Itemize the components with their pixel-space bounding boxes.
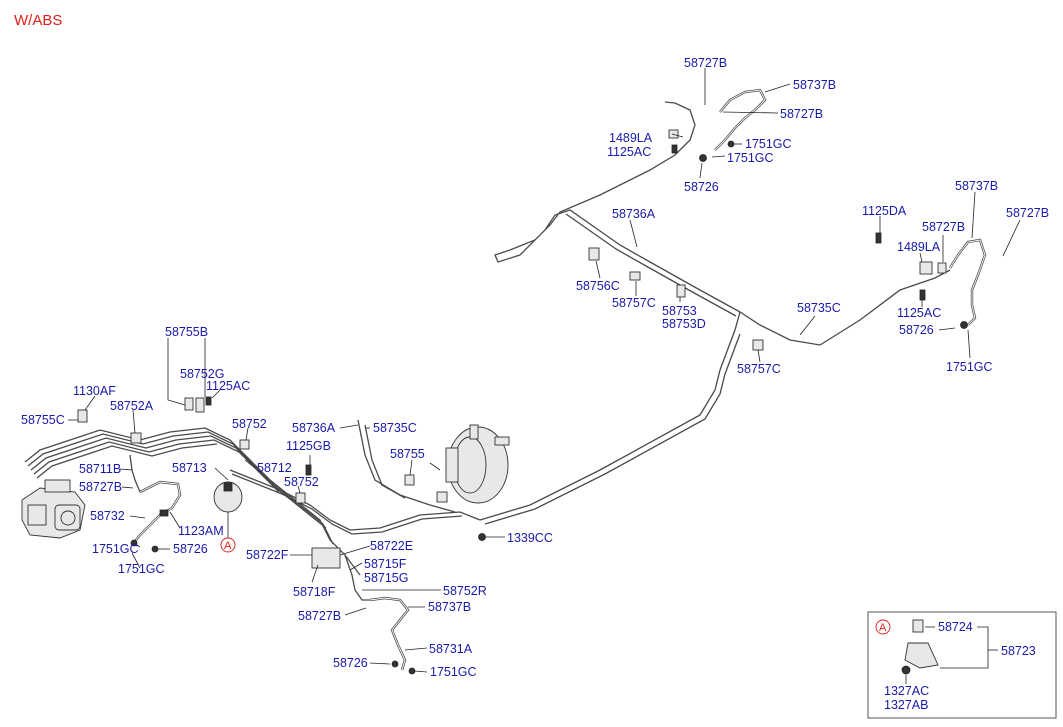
part-label: 58727B — [684, 56, 727, 70]
part-label: 58727B — [1006, 206, 1049, 220]
part-label: 1125AC — [206, 379, 250, 393]
part-label: 58731A — [429, 642, 473, 656]
part-label: 58727B — [79, 480, 122, 494]
part-label: 1751GC — [745, 137, 792, 151]
part-label: 58722E — [370, 539, 413, 553]
part-label: 58757C — [737, 362, 781, 376]
part-label: 58756C — [576, 279, 620, 293]
part-label: 1130AF — [73, 384, 116, 398]
part-label: 1489LA — [897, 240, 941, 254]
part-label: 58722F — [246, 548, 289, 562]
diagram-title: W/ABS — [14, 12, 63, 29]
part-label: 58736A — [292, 421, 336, 435]
part-label: 58726 — [899, 323, 934, 337]
part-label: 1125AC — [607, 145, 651, 159]
part-label: 58712 — [257, 461, 292, 475]
part-label: 58735C — [373, 421, 417, 435]
part-label: 58727B — [922, 220, 965, 234]
brake-pipes — [24, 88, 987, 671]
part-label: 58726 — [684, 180, 719, 194]
detail-inset: A — [867, 611, 1057, 719]
part-labels: 58727B 58737B 58727B 1489LA 1125AC 1751G… — [21, 56, 1049, 712]
part-label: 58752A — [110, 399, 154, 413]
brackets-clips — [77, 129, 968, 675]
part-label: 58713 — [172, 461, 207, 475]
part-label: 1125GB — [286, 439, 331, 453]
part-label: 58755C — [21, 413, 65, 427]
part-label: 58726 — [333, 656, 368, 670]
part-label: 58752G — [180, 367, 224, 381]
brake-booster — [445, 424, 510, 504]
part-label: 58753 — [662, 304, 697, 318]
part-label: 58711B — [79, 462, 121, 476]
part-label: 58718F — [293, 585, 336, 599]
part-label: 1751GC — [118, 562, 165, 576]
part-label: 58723 — [1001, 644, 1036, 658]
part-label: 1751GC — [946, 360, 993, 374]
part-label: 1327AB — [884, 698, 928, 712]
bracket-a — [213, 481, 243, 513]
part-label: 1339CC — [507, 531, 553, 545]
part-label: 58752 — [284, 475, 319, 489]
part-label: 58737B — [955, 179, 998, 193]
part-label: 58753D — [662, 317, 706, 331]
part-label: 1125AC — [897, 306, 941, 320]
part-label: 58752 — [232, 417, 267, 431]
leader-lines — [68, 68, 1021, 673]
part-label: 1751GC — [727, 151, 774, 165]
part-label: 58757C — [612, 296, 656, 310]
part-label: 58726 — [173, 542, 208, 556]
part-label: 1125DA — [862, 204, 907, 218]
part-label: 58715G — [364, 571, 408, 585]
part-label: 58724 — [938, 620, 973, 634]
part-label: 58736A — [612, 207, 656, 221]
part-label: 58737B — [793, 78, 836, 92]
part-label: 58715F — [364, 557, 407, 571]
part-label: 1751GC — [430, 665, 477, 679]
part-label: 1327AC — [884, 684, 929, 698]
part-label: 58727B — [298, 609, 341, 623]
part-label: 58752R — [443, 584, 487, 598]
part-label: 58755 — [390, 447, 425, 461]
hydraulic-unit — [21, 479, 86, 539]
part-label: 1123AM — [178, 524, 224, 538]
part-label: 58732 — [90, 509, 125, 523]
marker-a: A — [220, 512, 236, 553]
part-label: 58737B — [428, 600, 471, 614]
part-label: 58735C — [797, 301, 841, 315]
inset-marker-a: A — [879, 622, 887, 634]
part-label: 1489LA — [609, 131, 653, 145]
marker-a-letter: A — [224, 540, 232, 552]
part-label: 58755B — [165, 325, 208, 339]
part-label: 58727B — [780, 107, 823, 121]
part-label: 1751GC — [92, 542, 139, 556]
